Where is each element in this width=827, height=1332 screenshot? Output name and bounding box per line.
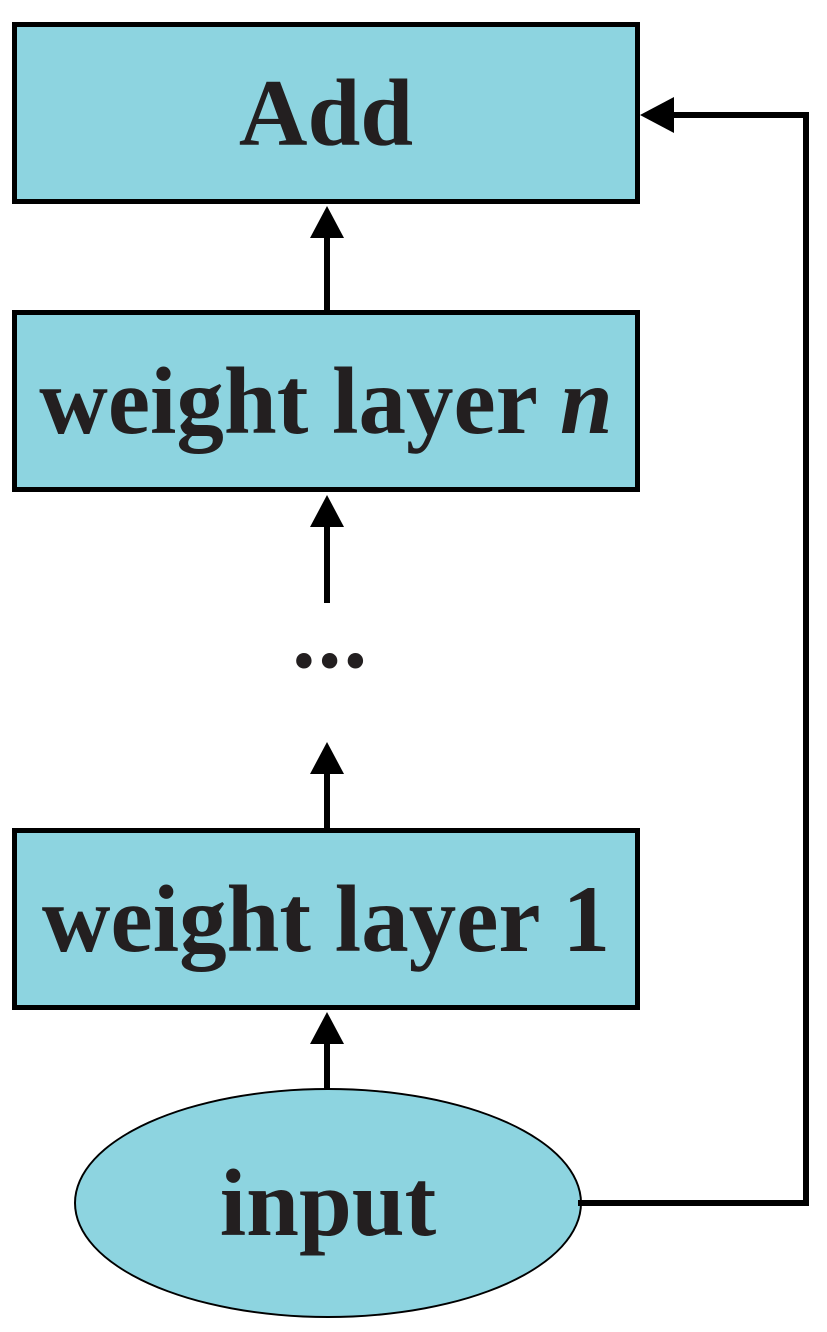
arrow-line-dots-to-wln [324, 523, 330, 603]
weight-layer-n-label-text: weight layer [39, 347, 560, 454]
weight-layer-n-label-var: n [559, 347, 613, 454]
weight-layer-n-label: weight layer n [39, 353, 613, 449]
arrow-left-icon [640, 97, 674, 133]
arrow-line-wln-to-add [324, 234, 330, 310]
skip-connection-right-segment [803, 112, 809, 1206]
arrow-up-icon [310, 742, 344, 774]
weight-layer-1-node: weight layer 1 [12, 828, 640, 1010]
add-node-label: Add [238, 59, 414, 166]
weight-layer-n-node: weight layer n [12, 310, 640, 492]
input-node: input [74, 1088, 582, 1318]
skip-connection-top-segment [672, 112, 809, 118]
arrow-line-wl1-to-dots [324, 770, 330, 828]
add-node: Add [12, 22, 640, 204]
arrow-up-icon [310, 206, 344, 238]
skip-connection-bottom-segment [578, 1200, 809, 1206]
input-node-label: input [219, 1149, 437, 1256]
ellipsis-label: ... [292, 582, 370, 688]
arrow-up-icon [310, 495, 344, 527]
weight-layer-1-label: weight layer 1 [41, 865, 611, 972]
arrow-up-icon [310, 1012, 344, 1044]
arrow-line-input-to-wl1 [324, 1040, 330, 1090]
